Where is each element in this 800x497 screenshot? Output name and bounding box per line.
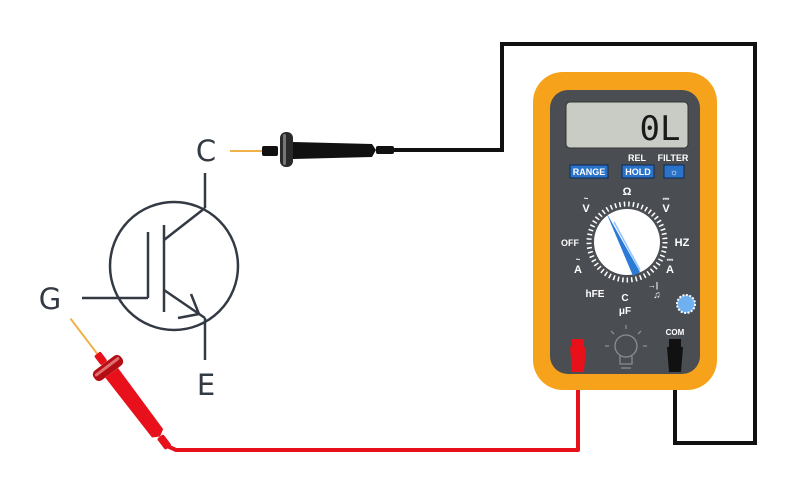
dial-ohm: Ω <box>623 186 632 198</box>
settings-knob-icon[interactable] <box>676 294 696 314</box>
dial-vdc: V <box>662 203 670 215</box>
range-button-label: RANGE <box>573 167 606 177</box>
dial-hfe: hFE <box>586 289 605 300</box>
hold-button-label: HOLD <box>625 167 651 177</box>
dial-off: OFF <box>561 238 579 248</box>
lcd-reading: 0L <box>640 109 681 149</box>
multimeter: 0L REL FILTER RANGE HOLD ☼ Ω ~ V ⎓ V OFF… <box>533 72 717 390</box>
light-bulb-icon[interactable] <box>605 325 647 369</box>
dial-buzzer: ♫ <box>653 290 661 301</box>
hold-button[interactable] <box>621 164 655 179</box>
filter-button-icon: ☼ <box>670 167 678 177</box>
dial-aac: A <box>574 264 582 276</box>
emitter-label: E <box>197 368 215 402</box>
igbt-symbol <box>82 173 240 360</box>
dial-vac-symbol: ~ <box>584 194 589 203</box>
v-plug <box>570 347 586 372</box>
dial-vac: V <box>582 203 590 215</box>
dial-aac-symbol: ~ <box>576 255 581 264</box>
dial-diode: →| <box>648 281 658 290</box>
black-probe-guard <box>280 132 293 167</box>
dial-cap: C <box>621 293 628 304</box>
com-jack[interactable] <box>669 339 681 347</box>
dial-cap-unit: μF <box>619 306 631 317</box>
dial-adc: A <box>666 264 674 276</box>
black-probe-handle <box>293 142 376 159</box>
dial-ticks <box>586 201 668 283</box>
filter-label: FILTER <box>658 153 689 163</box>
black-probe[interactable] <box>230 132 394 167</box>
dial-vdc-symbol: ⎓ <box>663 194 670 203</box>
red-probe[interactable] <box>57 308 182 458</box>
com-plug <box>667 347 683 372</box>
com-label: COM <box>666 328 685 337</box>
lcd-screen <box>565 101 689 149</box>
red-wire <box>164 345 580 452</box>
rel-label: REL <box>628 153 647 163</box>
dial-hz: HZ <box>675 237 690 249</box>
dial-pointer <box>606 212 640 276</box>
rotary-dial[interactable] <box>594 209 660 275</box>
collector-label: C <box>196 134 216 168</box>
red-probe-tip <box>69 318 98 355</box>
gate-label: G <box>39 282 61 316</box>
igbt-circle <box>108 200 240 332</box>
black-wire <box>392 42 757 445</box>
red-probe-handle <box>105 367 164 438</box>
range-button[interactable] <box>569 164 609 179</box>
filter-button[interactable] <box>663 164 685 179</box>
v-jack[interactable] <box>572 339 584 347</box>
emitter-arrow <box>177 293 201 320</box>
collector-path <box>163 207 206 241</box>
dial-adc-symbol: ⎓ <box>667 255 674 264</box>
